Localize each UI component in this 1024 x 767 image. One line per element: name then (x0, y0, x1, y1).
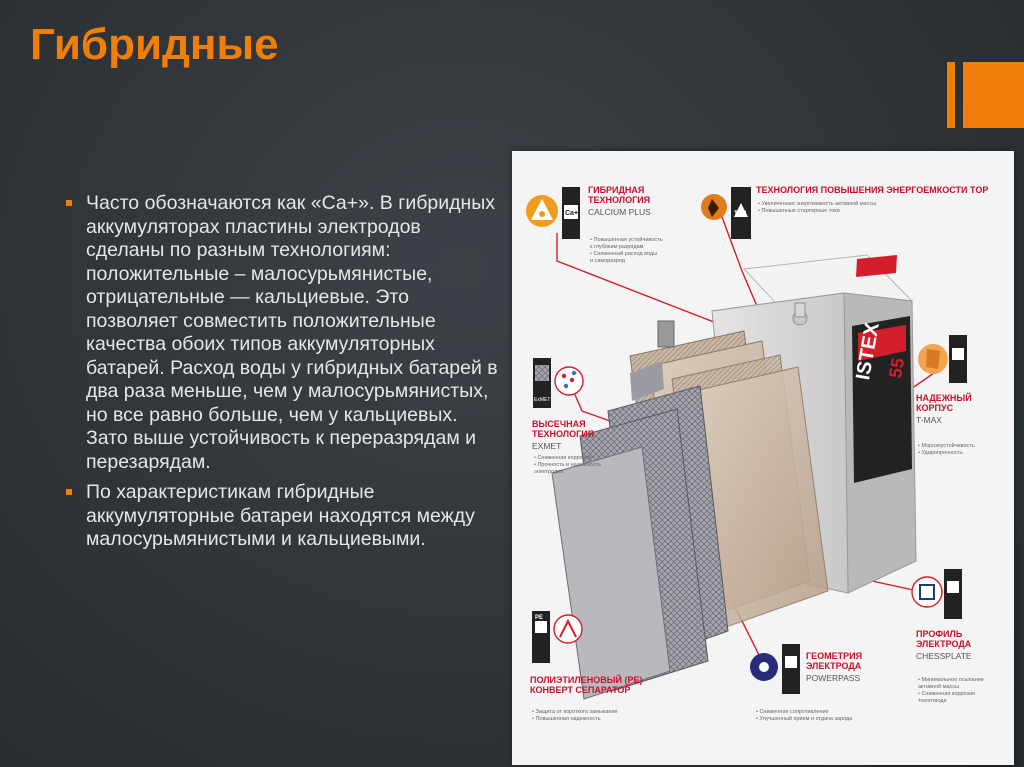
hybrid-notes: • Повышенная устойчивость к глубоким раз… (590, 237, 662, 265)
note-line: • Минимальное осыпание (918, 677, 984, 683)
note-line: токоотвода (918, 698, 947, 704)
energy-flame-icon (701, 194, 727, 220)
bullet-item: По характеристикам гибридные аккумулятор… (66, 481, 502, 552)
top-badge-icon (731, 187, 751, 239)
note-line: • Увеличенная энергоемкость активной мас… (758, 201, 877, 207)
bullet-square-icon (66, 200, 72, 206)
tmax-notes: • Морозоустойчивость • Ударопрочность (918, 443, 975, 457)
pe-title: Полиэтиленовый (PE) (530, 675, 643, 685)
chessplate-notes: • Минимальное осыпание активной массы • … (918, 677, 984, 705)
bullet-text: По характеристикам гибридные аккумулятор… (86, 481, 475, 550)
battery-capacity: 55 (885, 356, 909, 380)
exmet-badge-label: ExMET (534, 397, 551, 403)
energy-notes: • Увеличенная энергоемкость активной мас… (758, 201, 876, 215)
note-line: • Сниженная коррозия (534, 455, 592, 461)
pe-title-2: конверт сепаратор (530, 685, 631, 695)
hybrid-title: Гибридная (588, 185, 645, 195)
tmax-title-2: корпус (916, 403, 954, 413)
note-line: • Ударопрочность (918, 450, 963, 456)
note-line: активной массы (918, 684, 960, 690)
note-line: • Повышенные стартерные токи (758, 208, 840, 214)
battery-brand: ISTEX (852, 321, 884, 382)
exmet-notes: • Сниженная коррозия • Прочность и надеж… (534, 455, 601, 476)
chessplate-title-2: электрода (916, 639, 972, 649)
exmet-title: Высечная (532, 419, 586, 429)
pe-separator-icon (532, 611, 583, 663)
battery-infographic: Гибридная технология CALCIUM PLUS Ca+ • … (512, 151, 1014, 765)
pe-badge-label: PE (535, 615, 544, 621)
powerpass-subtitle: POWERPASS (806, 673, 861, 683)
note-line: • Прочность и надежность (534, 462, 601, 468)
note-line: • Сниженная коррозия (918, 691, 976, 697)
tmax-title: Надежный (916, 393, 972, 403)
ca-plus-badge-label: Ca+ (565, 210, 579, 217)
note-line: • Повышенная устойчивость (590, 237, 663, 243)
ca-plus-badge-icon (562, 187, 580, 239)
energy-title: Технология повышения энергоемкости TOP (756, 185, 989, 195)
tmax-subtitle: T-MAX (916, 415, 942, 425)
bullet-text: Часто обозначаются как «Са+». В гибридны… (86, 192, 498, 473)
note-line: • Сниженное сопротивление (756, 709, 829, 715)
mesh-grids (551, 385, 729, 700)
chessplate-subtitle: CHESSPLATE (916, 651, 972, 661)
bullet-item: Часто обозначаются как «Са+». В гибридны… (66, 192, 502, 474)
pe-notes: • Защита от короткого замыкания • Повыше… (532, 709, 618, 723)
note-line: • Защита от короткого замыкания (532, 709, 618, 715)
powerpass-title: Геометрия (806, 651, 863, 661)
slide-title: Гибридные (30, 20, 279, 69)
bullet-square-icon (66, 489, 72, 495)
note-line: к глубоким разрядам (590, 244, 644, 250)
tmax-case-icon (918, 335, 967, 383)
note-line: • Улучшенный прием и отдача заряда (756, 716, 853, 722)
exmet-title-2: технология (532, 429, 595, 439)
exmet-pattern-icon (533, 358, 584, 408)
hybrid-warning-icon (526, 195, 558, 227)
bullet-list: Часто обозначаются как «Са+». В гибридны… (66, 192, 502, 559)
powerpass-notes: • Сниженное сопротивление • Улучшенный п… (756, 709, 852, 723)
chessplate-icon (911, 569, 962, 619)
powerpass-title-2: электрода (806, 661, 862, 671)
accent-bar-wide (963, 62, 1024, 128)
battery-illustration (526, 187, 967, 700)
exmet-subtitle: EXMET (532, 441, 562, 451)
hybrid-title-2: технология (588, 195, 651, 205)
note-line: электродов (534, 469, 564, 475)
powerpass-icon (750, 644, 800, 694)
note-line: • Сниженный расход воды (590, 251, 658, 257)
accent-bar-thin (947, 62, 955, 128)
note-line: • Повышенная надежность (532, 716, 601, 722)
note-line: • Морозоустойчивость (918, 443, 975, 449)
hybrid-subtitle: CALCIUM PLUS (588, 207, 651, 217)
top-badge-label: TOP (734, 211, 747, 217)
note-line: и саморазряд (590, 258, 626, 264)
chessplate-title: Профиль (916, 629, 963, 639)
